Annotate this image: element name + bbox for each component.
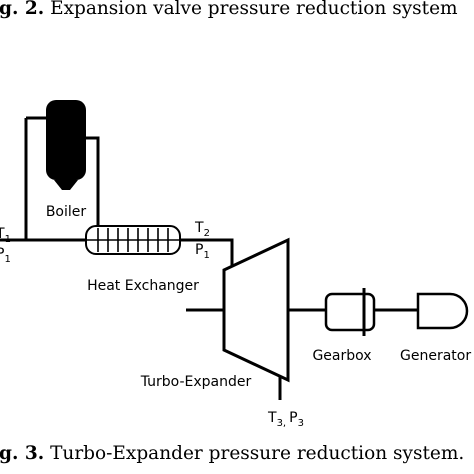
piping [0, 116, 418, 400]
turbo-expander-label: Turbo-Expander [140, 374, 252, 390]
turbo-expander-body [222, 237, 290, 383]
figure-3-label: ig. 3. [0, 443, 45, 464]
gearbox: Gearbox [312, 288, 376, 364]
generator-body [416, 292, 469, 330]
gearbox-body [324, 292, 376, 332]
label-t2: T2 [194, 220, 210, 239]
heat-exchanger-tubes [86, 228, 180, 252]
boiler-label: Boiler [46, 204, 87, 220]
label-t3-p3: T3,P3 [267, 410, 304, 429]
boiler: Boiler [46, 100, 87, 220]
label-p1: P1 [195, 242, 210, 261]
figure-3-caption: ig. 3. Turbo-Expander pressure reduction… [0, 443, 464, 464]
gearbox-label: Gearbox [312, 348, 371, 364]
boiler-burner [54, 180, 78, 190]
pipe-boiler-right [86, 136, 100, 228]
turbo-expander: Turbo-Expander [140, 237, 290, 390]
label-p1-left: P1 [0, 246, 11, 265]
heat-exchanger: Heat Exchanger [85, 225, 199, 294]
pipe-to-turbine [180, 238, 234, 270]
figure-3-text: Turbo-Expander pressure reduction system… [50, 443, 465, 464]
boiler-body [46, 100, 86, 180]
figure-2-caption: ig. 2. Expansion valve pressure reductio… [0, 0, 458, 19]
figure-2-label: ig. 2. [0, 0, 45, 19]
figure-2-text: Expansion valve pressure reduction syste… [50, 0, 458, 19]
state-labels: T1 P1 T2 P1 T3,P3 [0, 220, 304, 429]
generator-label: Generator [400, 348, 471, 364]
label-t1: T1 [0, 226, 11, 245]
heat-exchanger-label: Heat Exchanger [87, 278, 199, 294]
generator: Generator [400, 292, 471, 364]
